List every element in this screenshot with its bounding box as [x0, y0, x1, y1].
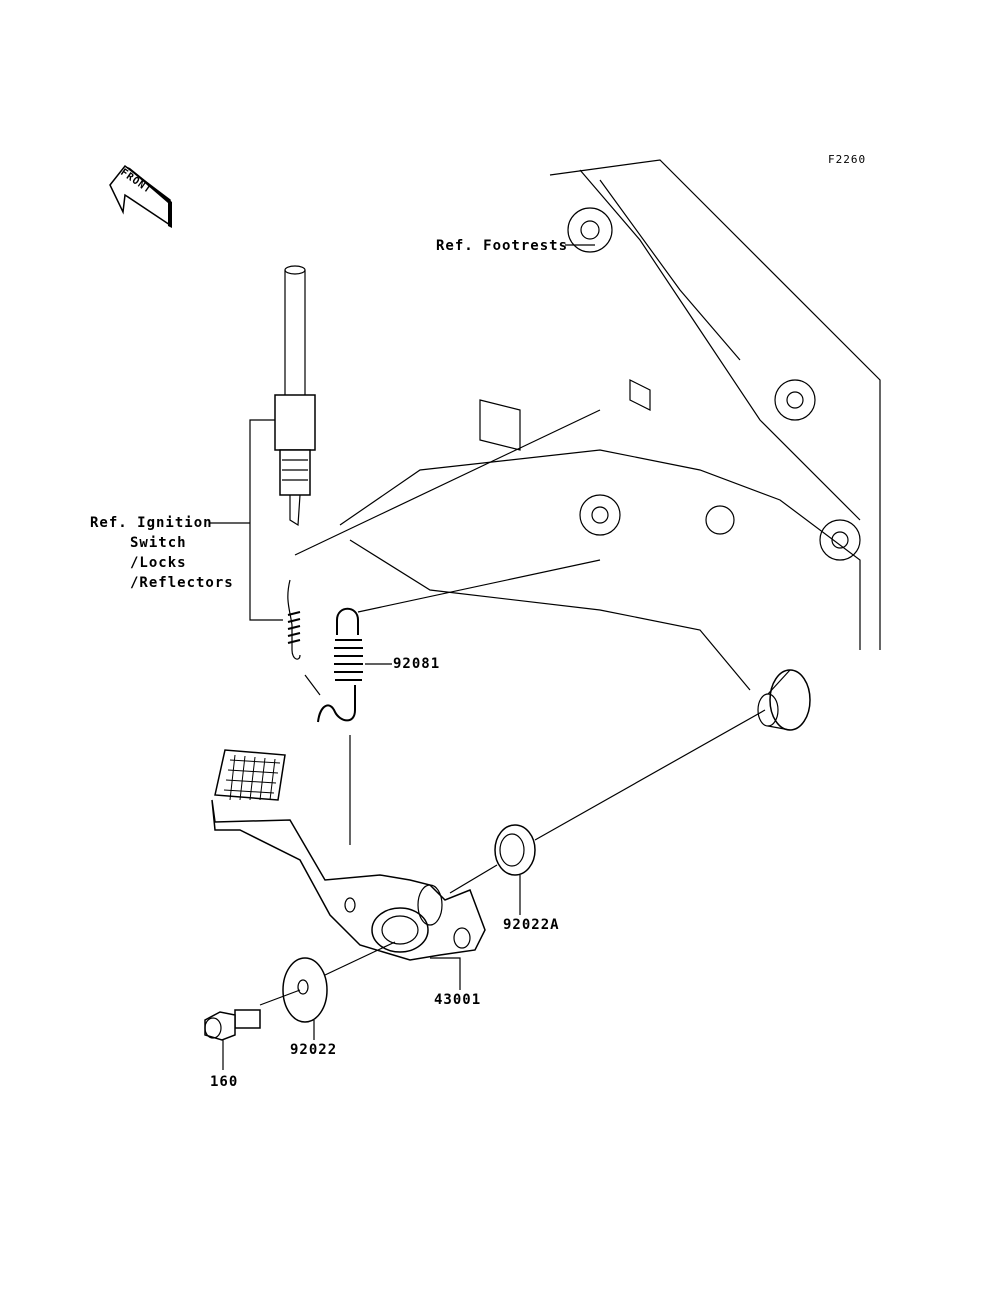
brake-pedal-43001 [211, 749, 486, 961]
washer-92022a [494, 824, 536, 876]
front-arrow-icon [109, 164, 172, 228]
spring-92081 [317, 607, 363, 723]
bolt-160 [204, 1009, 261, 1041]
ref-bracket [249, 419, 283, 621]
ref-ignition-link-line1[interactable]: Ref. Ignition [90, 515, 213, 531]
brake-light-switch [274, 265, 316, 527]
ref-ignition-link-line2[interactable]: Switch [130, 535, 187, 551]
ref-footrests-link[interactable]: Ref. Footrests [436, 238, 569, 254]
ref-ignition-link-line4[interactable]: /Reflectors [130, 575, 234, 591]
part-number-160[interactable]: 160 [210, 1074, 239, 1090]
washer-92022 [282, 957, 328, 1023]
ref-ignition-link-line3[interactable]: /Locks [130, 555, 187, 571]
frame-outline [339, 159, 881, 731]
part-number-43001[interactable]: 43001 [434, 992, 482, 1008]
small-spring [287, 579, 301, 660]
part-number-92022a[interactable]: 92022A [503, 917, 560, 933]
leader-92081-top [357, 559, 601, 613]
part-number-92081[interactable]: 92081 [393, 656, 441, 672]
figure-code: F2260 [828, 153, 867, 166]
part-number-92022[interactable]: 92022 [290, 1042, 338, 1058]
